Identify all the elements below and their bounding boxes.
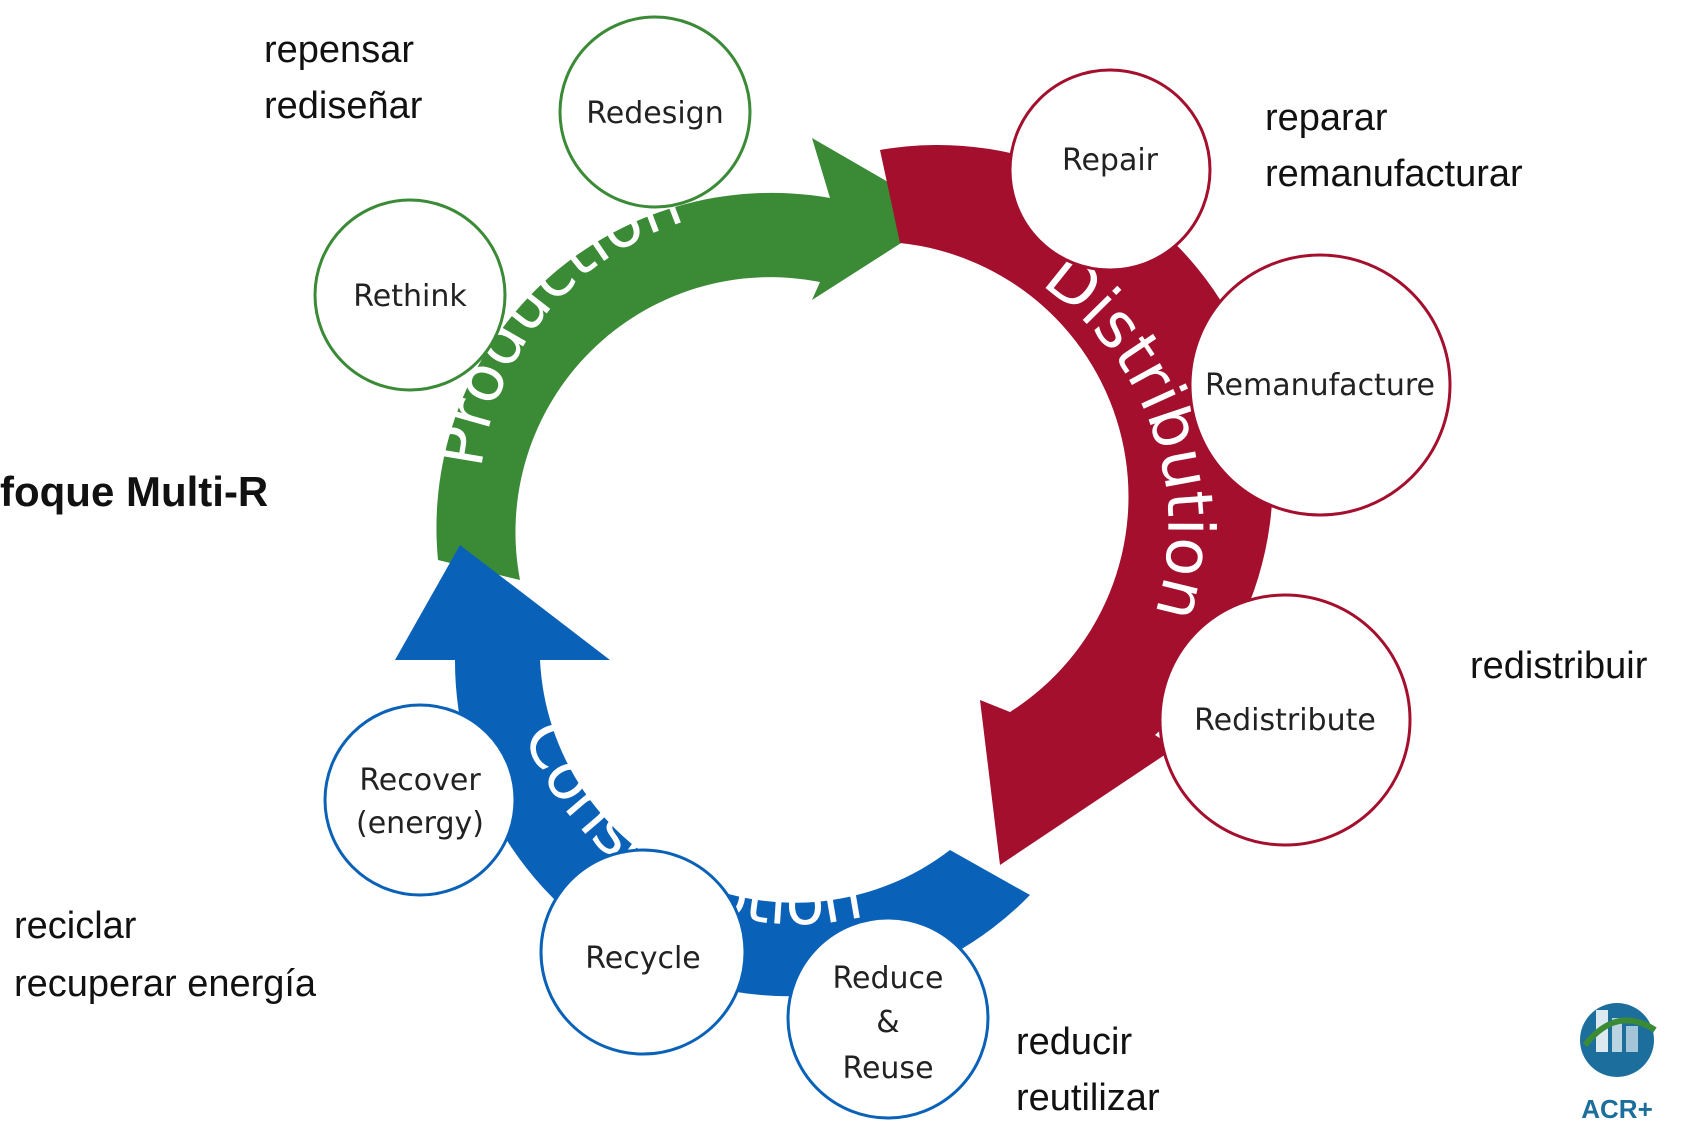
production-arrow [436,138,945,580]
recover-text-line1: Recover [359,763,481,798]
recycle-text: Recycle [585,941,701,976]
repair-text: Repair [1062,143,1159,178]
diagram-title: foque Multi-R [0,468,269,515]
circle-repair: Repair [1008,68,1212,272]
label-redistribuir: redistribuir [1470,645,1648,687]
label-reutilizar: reutilizar [1016,1077,1160,1119]
label-repensar: repensar [264,29,414,71]
remanufacture-text: Remanufacture [1205,368,1435,403]
redesign-text: Redesign [586,96,723,131]
circle-reduce-reuse: Reduce & Reuse [786,916,990,1120]
label-redisenar: rediseñar [264,85,423,127]
recover-text-line2: (energy) [356,806,484,841]
rethink-text: Rethink [353,279,467,314]
acr-logo: ACR+ [1580,1003,1657,1124]
label-remanufacturar: remanufacturar [1265,153,1523,195]
circle-redesign: Redesign [558,15,752,209]
circle-remanufacture: Remanufacture [1188,253,1452,517]
circle-recycle: Recycle [539,848,747,1056]
label-reducir: reducir [1016,1021,1133,1063]
circle-recover: Recover (energy) [323,703,517,897]
logo-text: ACR+ [1581,1094,1653,1124]
reduce-text-line3: Reuse [842,1051,933,1086]
label-reparar: reparar [1265,97,1388,139]
consumption-arrow [395,545,1030,997]
label-reciclar: reciclar [14,905,137,947]
reduce-text-line2: & [876,1005,899,1040]
reduce-text-line1: Reduce [833,961,944,996]
redistribute-text: Redistribute [1194,703,1376,738]
circle-rethink: Rethink [313,198,507,392]
circle-redistribute: Redistribute [1158,593,1412,847]
label-recuperar-energia: recuperar energía [14,963,317,1005]
